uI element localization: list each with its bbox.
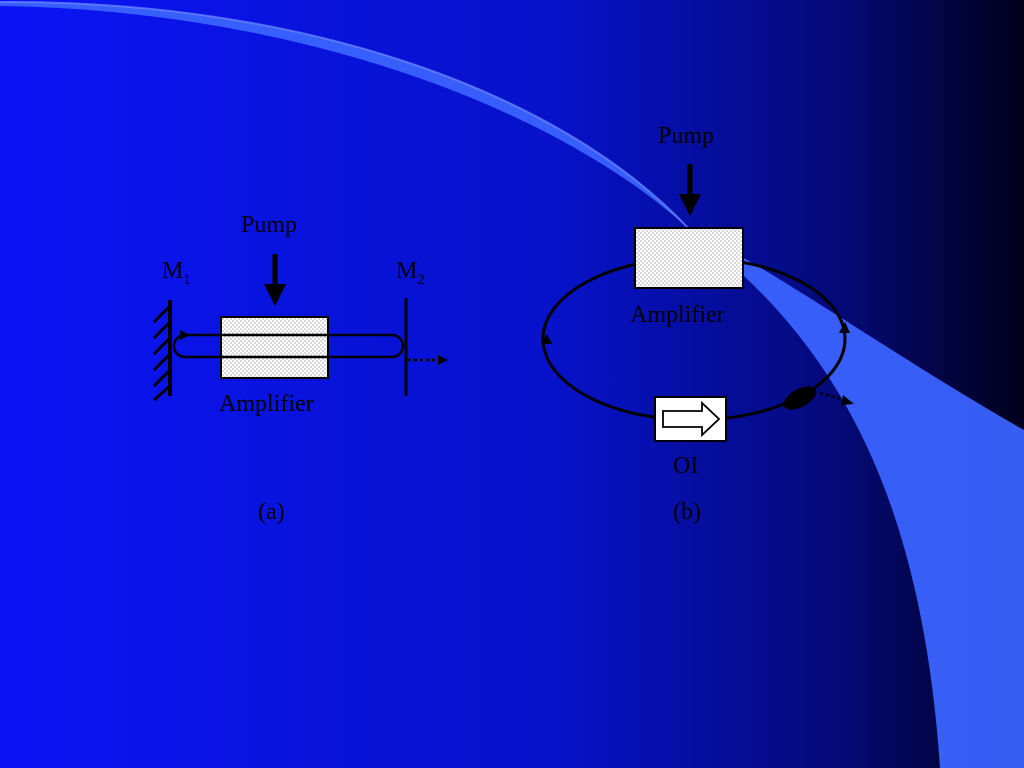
pump-label-a: Pump [241,212,297,238]
ring-arrow-left [541,334,552,344]
mirror2-label: M2 [396,258,425,288]
isolator-arrow-icon [662,400,721,438]
isolator-label: OI [673,453,698,479]
output-beam-b [819,391,845,402]
mirror1-label: M1 [162,258,191,288]
ring-arrow-right [839,322,850,333]
output-arrowhead-b [841,395,854,405]
amplifier-box-b [634,227,744,289]
linear-cavity-a: Pump M1 M2 Amplifier (a) [152,212,448,525]
pump-arrow-a [264,254,286,306]
beam-arrow-a [180,330,190,340]
amplifier-label-a: Amplifier [219,391,314,417]
pump-label-b: Pump [658,123,714,149]
pump-arrow-b [679,164,701,216]
cavity-beam-a [172,333,405,359]
output-arrowhead-a [438,355,448,365]
background-swoosh-highlight [0,0,691,231]
ring-cavity-b: Pump Amplifier OI (b) [541,123,854,525]
caption-a: (a) [258,499,285,525]
mirror-m1 [152,300,172,402]
amplifier-label-b: Amplifier [630,302,725,328]
caption-b: (b) [673,499,701,525]
output-coupler [783,386,817,410]
amplifier-box-a [220,316,329,379]
